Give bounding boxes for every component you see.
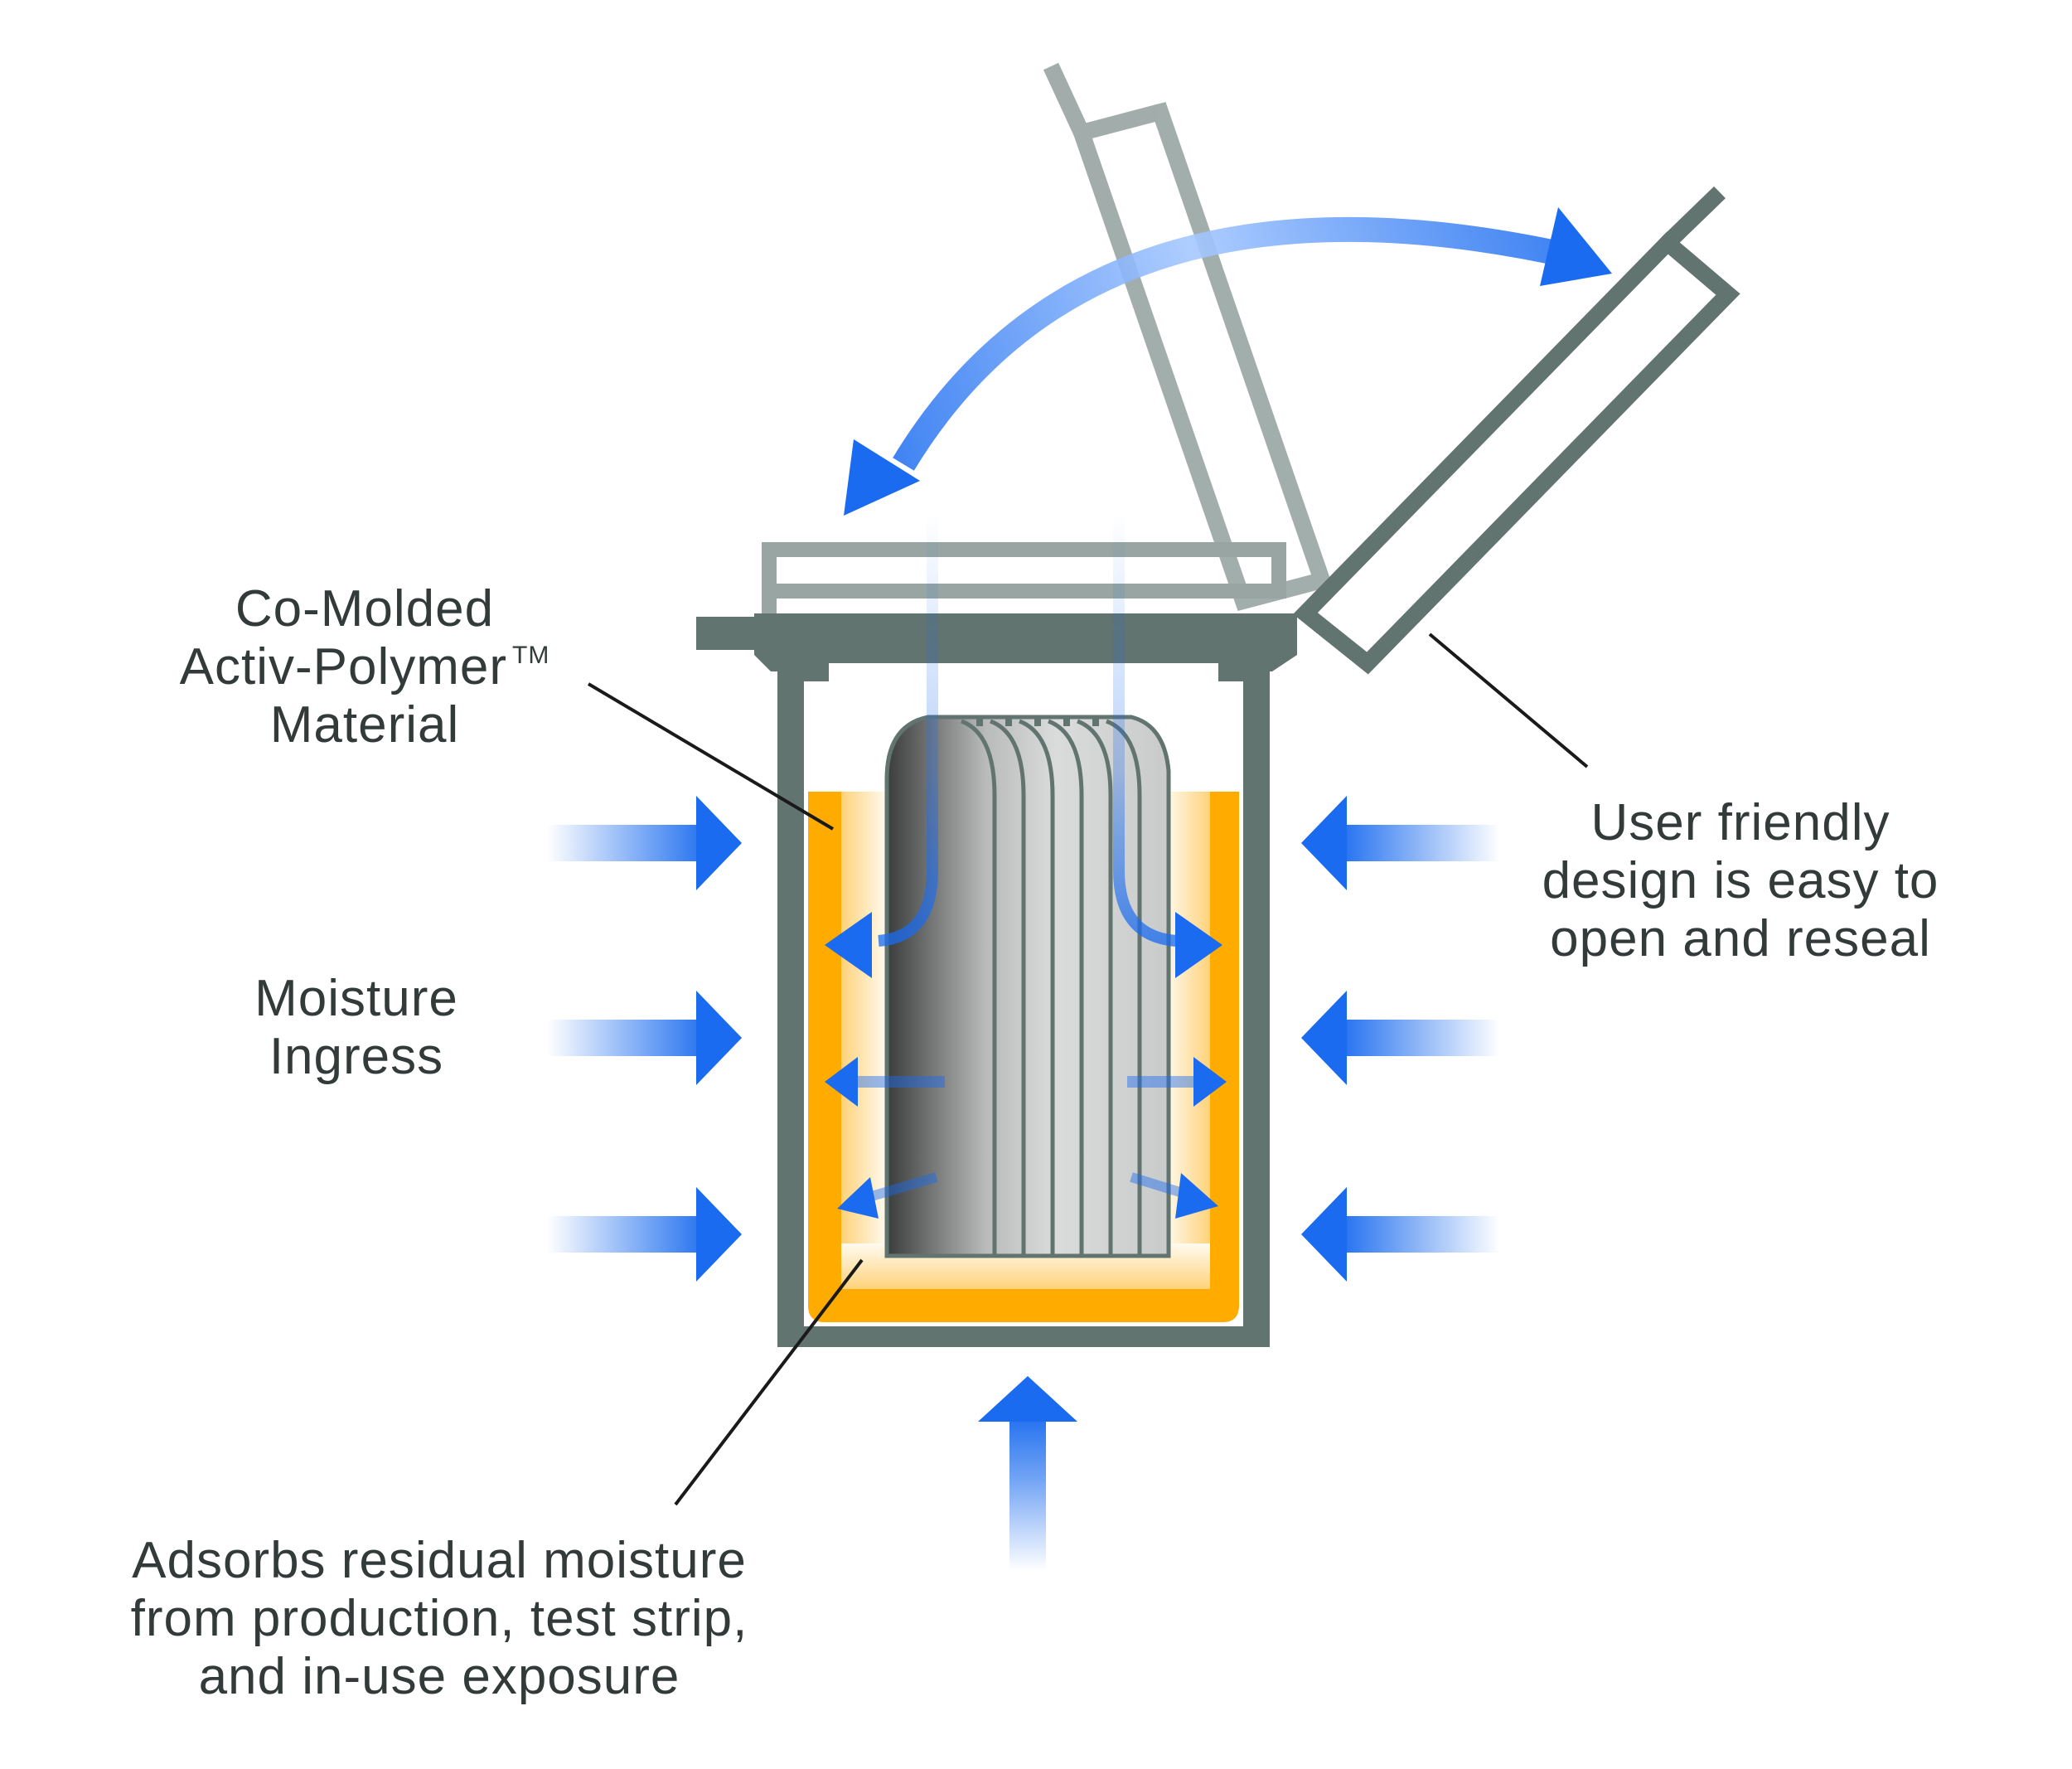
test-strips [884,715,1171,1258]
ingress-arrow-bottom [978,1376,1077,1571]
co-molded-line3: Material [269,696,460,754]
co-molded-line1: Co-Molded [235,580,495,637]
adsorbs-line3: and in-use exposure [198,1648,680,1705]
moisture-ingress-line2: Ingress [269,1028,444,1085]
lid-closed-outline [762,542,1286,613]
moisture-ingress-label: Moisture Ingress [191,970,522,1086]
user-friendly-line3: open and reseal [1550,910,1931,967]
user-friendly-label: User friendly design is easy to open and… [1475,794,2006,968]
adsorbs-line2: from production, test strip, [130,1590,748,1647]
moisture-ingress-line1: Moisture [254,970,458,1027]
lid-swinging-outline [1043,62,1333,612]
internal-moisture-flow [825,514,1222,978]
lid-open [1293,186,1740,675]
adsorbs-line1: Adsorbs residual moisture [132,1532,747,1589]
adsorbs-label: Adsorbs residual moisture from productio… [83,1532,796,1706]
user-friendly-line1: User friendly [1590,794,1890,851]
double-headed-curved-arrow-icon [844,207,1612,516]
leader-lines [587,632,1589,1506]
internal-small-arrows [825,1057,1227,1219]
user-friendly-line2: design is easy to [1542,852,1939,909]
ingress-arrows-left [547,796,742,1282]
trademark-symbol: TM [512,642,550,669]
ingress-arrows-right [1301,796,1500,1282]
